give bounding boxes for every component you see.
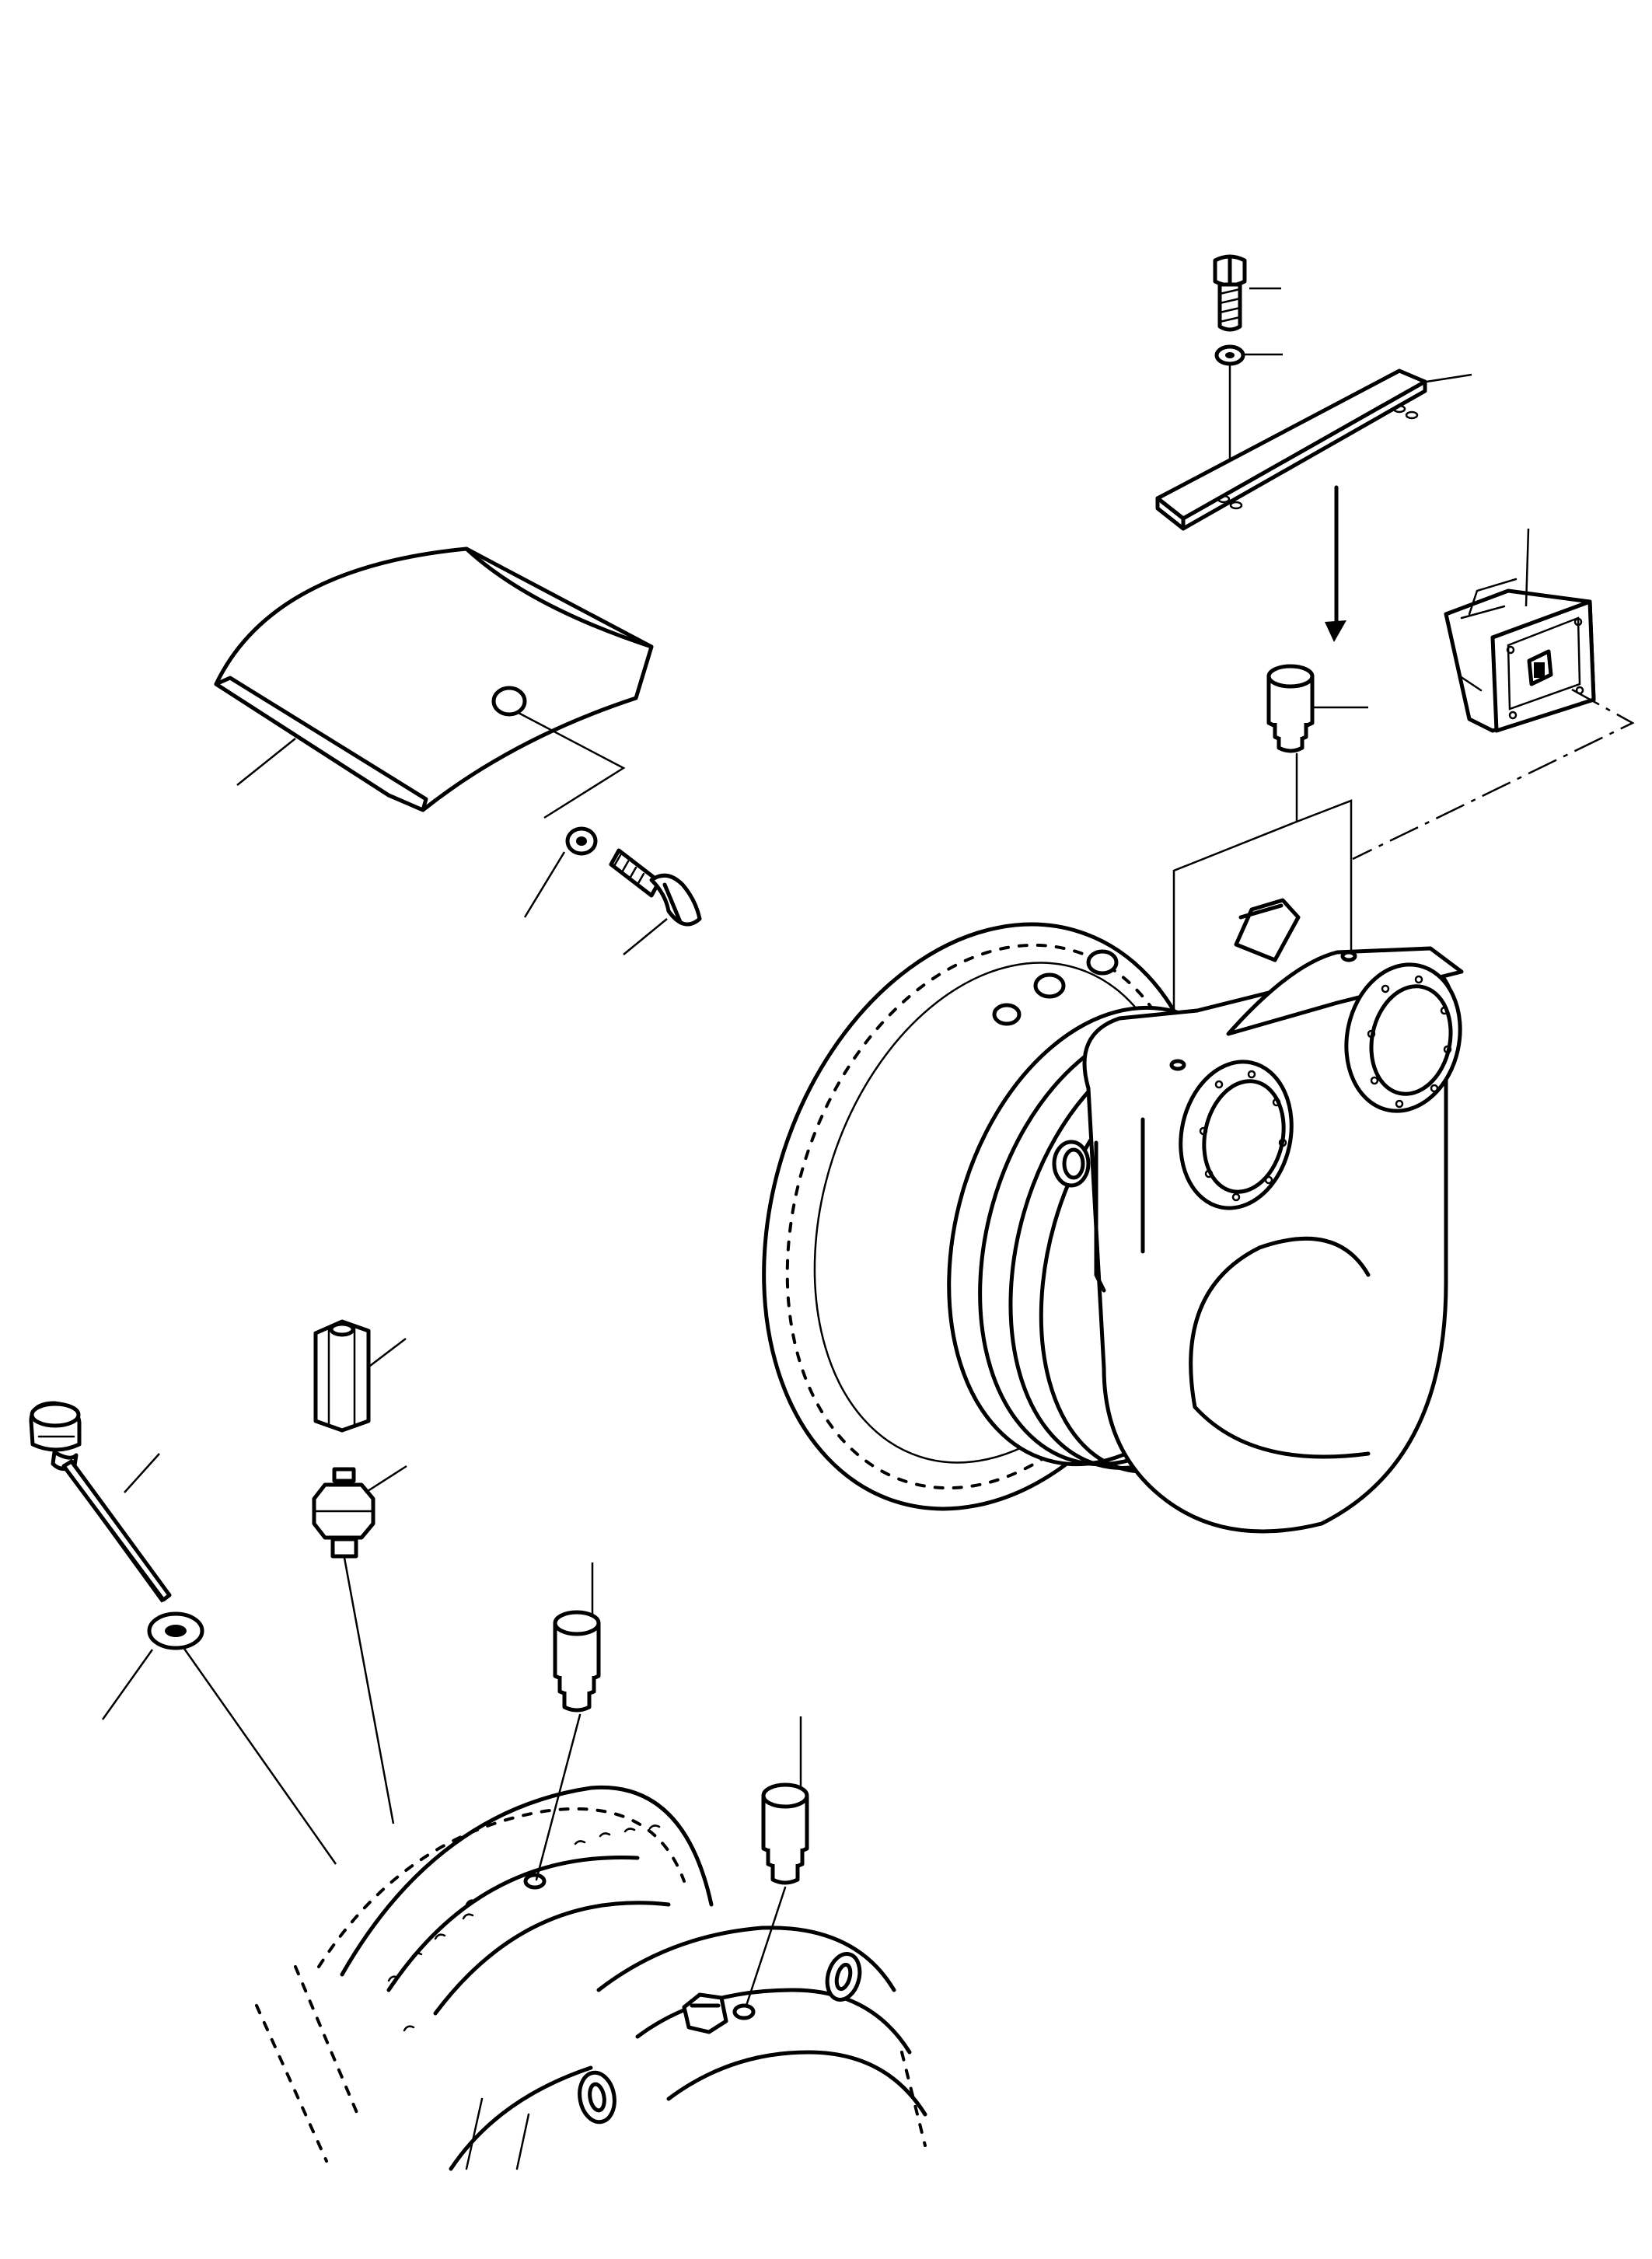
hex-coupling [313, 1319, 371, 1433]
drain-plug-left [553, 1610, 601, 1713]
lower-housing-detail [255, 1785, 927, 2171]
cover [214, 546, 654, 812]
breather-plug [1266, 664, 1315, 753]
cover-bolt [609, 848, 702, 927]
arrow-down-icon [1325, 620, 1346, 642]
adapter-nipple [312, 1467, 375, 1559]
sensor-switch [1444, 578, 1596, 733]
top-bolt [1213, 254, 1247, 332]
top-washer [1214, 344, 1245, 366]
dipstick-washer [147, 1611, 204, 1650]
cover-washer [565, 826, 598, 856]
callout-leaders [101, 287, 1530, 1788]
drain-plug-right [761, 1782, 809, 1885]
mounting-plate [1155, 368, 1427, 531]
final-drive-housing [762, 898, 1464, 1534]
dipstick [29, 1401, 172, 1603]
